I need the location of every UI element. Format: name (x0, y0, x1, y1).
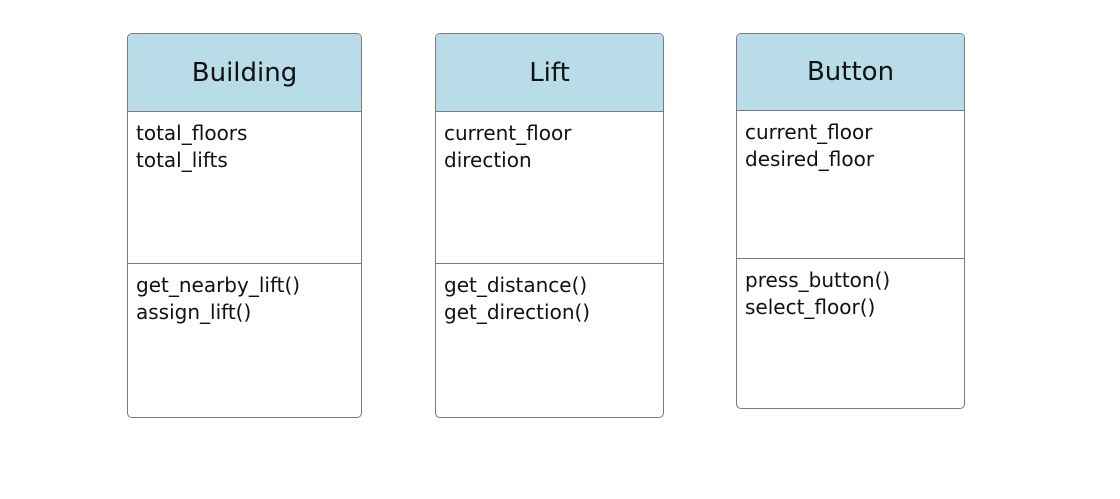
method-get-direction: get_direction() (444, 300, 591, 324)
method-get-nearby-lift: get_nearby_lift() (136, 273, 301, 297)
class-name-button: Button (737, 34, 964, 111)
attribute-total-lifts: total_lifts (136, 148, 228, 172)
attributes-section-button: current_floor desired_floor (737, 111, 964, 259)
class-name-building: Building (128, 34, 361, 112)
class-box-lift: Lift current_floor direction get_distanc… (435, 33, 664, 418)
attributes-section-lift: current_floor direction (436, 112, 663, 264)
attribute-current-floor: current_floor (745, 120, 873, 144)
attribute-direction: direction (444, 148, 532, 172)
class-name-lift: Lift (436, 34, 663, 112)
attributes-section-building: total_floors total_lifts (128, 112, 361, 264)
class-box-button: Button current_floor desired_floor press… (736, 33, 965, 409)
attribute-current-floor: current_floor (444, 121, 572, 145)
methods-section-button: press_button() select_floor() (737, 259, 964, 321)
method-select-floor: select_floor() (745, 295, 876, 319)
method-assign-lift: assign_lift() (136, 300, 252, 324)
class-box-building: Building total_floors total_lifts get_ne… (127, 33, 362, 418)
method-press-button: press_button() (745, 268, 891, 292)
methods-section-lift: get_distance() get_direction() (436, 264, 663, 326)
attribute-total-floors: total_floors (136, 121, 248, 145)
attribute-desired-floor: desired_floor (745, 147, 875, 171)
methods-section-building: get_nearby_lift() assign_lift() (128, 264, 361, 326)
method-get-distance: get_distance() (444, 273, 588, 297)
